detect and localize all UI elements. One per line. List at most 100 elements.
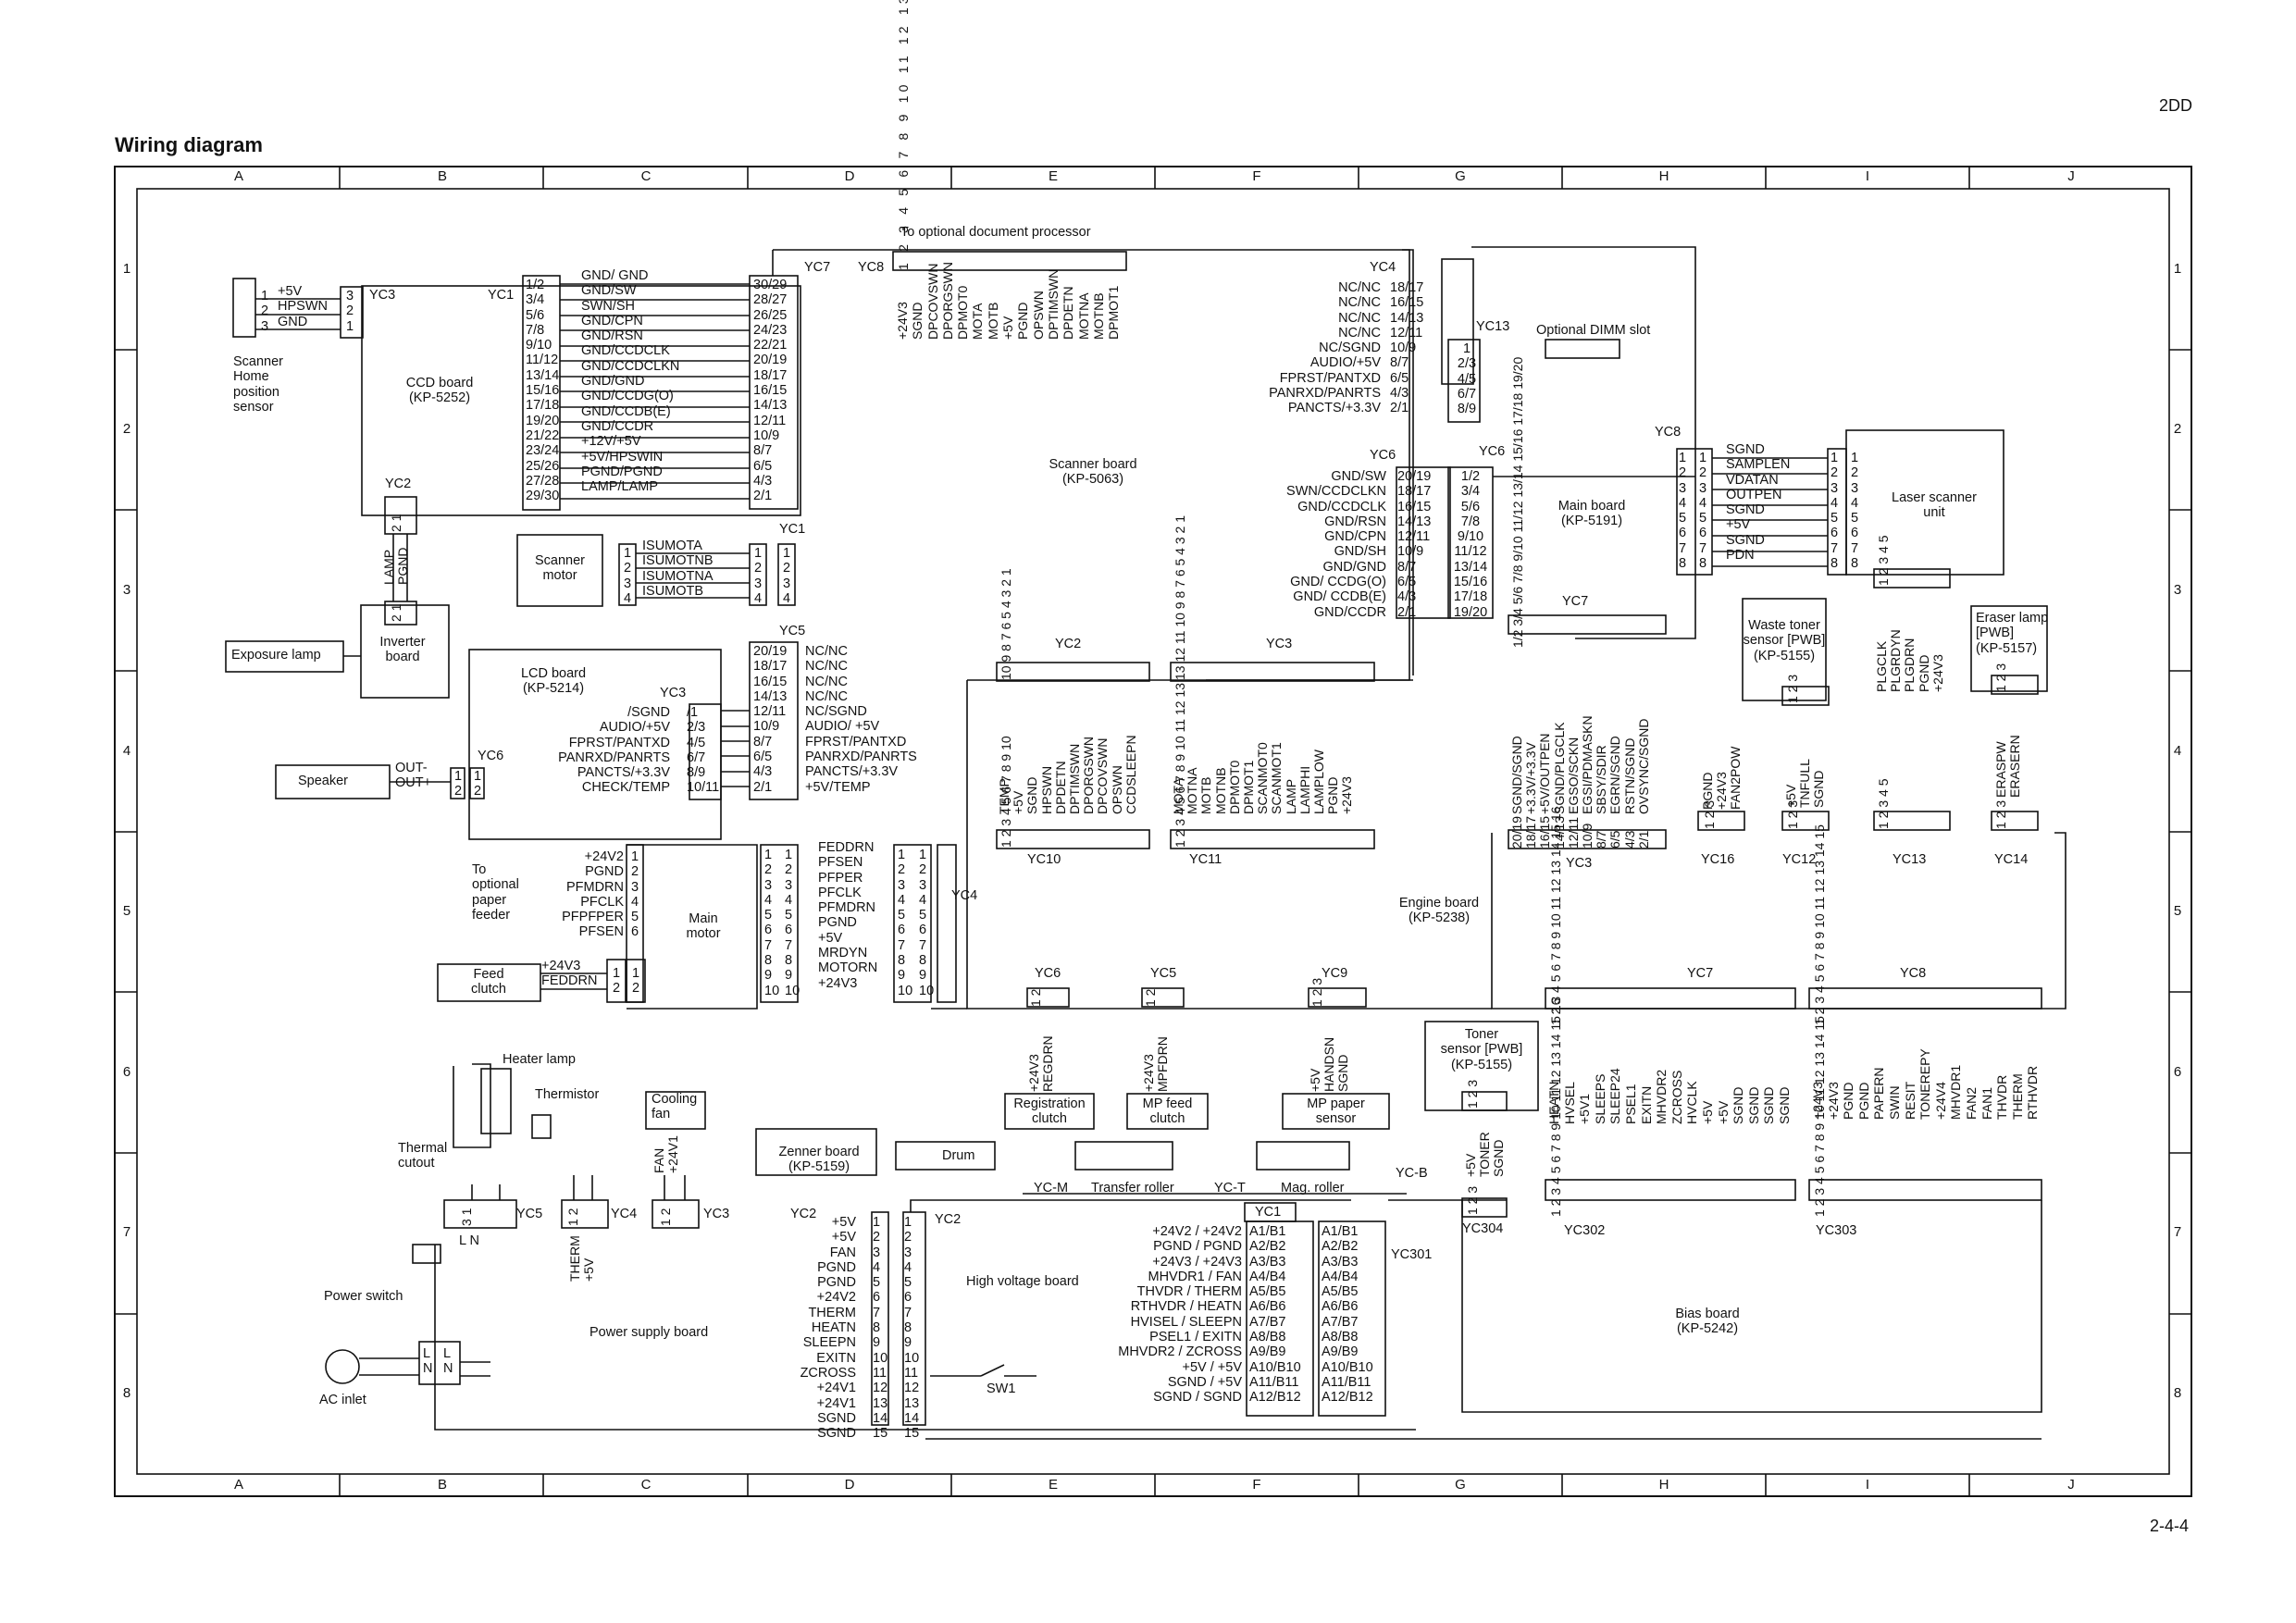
engine-board-label: Engine board (KP-5238): [1398, 896, 1480, 926]
grid-column-e: E: [1048, 168, 1058, 184]
grid-column-c: C: [640, 168, 652, 184]
registration-clutch-label: Registration clutch: [1013, 1096, 1086, 1127]
grid-row-7: 7: [122, 1224, 131, 1241]
scanner-yc5-signals: NC/NC NC/NC NC/NC NC/NC NC/SGND AUDIO/ +…: [805, 644, 917, 795]
fan-signals: FAN +24V1: [652, 1135, 681, 1173]
yc6-right-label: YC6: [1479, 444, 1506, 459]
ps-yc3-pins: 1 2: [658, 1208, 673, 1226]
grid-row-1: 1: [122, 260, 131, 277]
scanner-yc7-pins: 30/29 28/27 26/25 24/23 22/21 20/19 18/1…: [753, 278, 788, 504]
grid-column-g: G: [1455, 168, 1466, 184]
yc8-pins: 1 2 3 4 5 6 7 8 9 10 11 12 13 14 15: [896, 0, 911, 270]
engine-yc2-pins: 10 9 8 7 6 5 4 3 2 1: [999, 568, 1013, 680]
lower-yc6-pins: 1 2: [1028, 988, 1043, 1007]
yc13-pins: 1 2/3 4/5 6/7 8/9: [1457, 341, 1477, 417]
scanner-motor-pins: 1 2 3 4: [624, 546, 632, 606]
ccd-yc1-pins: 1/2 3/4 5/6 7/8 9/10 11/12 13/14 15/16 1…: [526, 278, 560, 504]
transfer-roller-label: Transfer roller: [1091, 1181, 1174, 1196]
grid-row-7: 7: [2173, 1224, 2182, 1241]
yc-t-label: YC-T: [1214, 1181, 1246, 1196]
lcd-yc3-pins: /1 2/3 4/5 6/7 8/9 10/11: [687, 705, 720, 796]
scanner-yc7-label: YC7: [804, 260, 831, 275]
ln-a-labels: L N: [423, 1346, 433, 1377]
main-yc4-pins: 18/17 16/15 14/13 12/11 10/9 8/7 6/5 4/3…: [1390, 280, 1424, 416]
yc10-signals: TEMP +5V SGND HPSWN DPDETN DPTIMSWN DPOR…: [997, 735, 1138, 814]
grid-row-3: 3: [2173, 582, 2182, 598]
ccd-yc3-label: YC3: [369, 288, 396, 303]
bias-board-label: Bias board (KP-5242): [1675, 1307, 1740, 1337]
scanner-yc1-pins-a: 1 2 3 4: [754, 546, 763, 606]
ps-yc5-label: YC5: [516, 1207, 543, 1221]
main-yc4-signals: NC/NC NC/NC NC/NC NC/NC NC/SGND AUDIO/+5…: [1269, 280, 1381, 416]
laser-ctrl-pins: 1 2 3 4 5: [1876, 535, 1891, 587]
ps-yc3-label: YC3: [703, 1207, 730, 1221]
sw1-label: SW1: [987, 1381, 1016, 1396]
grid-column-j: J: [2067, 1477, 2075, 1493]
yc8-signals: +24V3 SGND DPCOVSWN DPORGSWN DPMOT0 MOTA…: [895, 262, 1122, 340]
lower-yc5-pins: 1 2: [1143, 988, 1158, 1007]
optional-paper-feeder-label: To optional paper feeder: [472, 862, 519, 923]
yc4-feed-label: YC4: [951, 888, 978, 903]
laser-signals: SGND SAMPLEN VDATAN OUTPEN SGND +5V SGND…: [1726, 442, 1791, 564]
grid-column-g: G: [1455, 1477, 1466, 1493]
power-supply-board-label: Power supply board: [590, 1325, 709, 1340]
power-switch-label: Power switch: [324, 1289, 403, 1304]
yc14-label: YC14: [1994, 852, 2029, 867]
yc1-pins-a: A1/B1 A2/B2 A3/B3 A4/B4 A5/B5 A6/B6 A7/B…: [1249, 1224, 1301, 1406]
yc1-pins-b: A1/B1 A2/B2 A3/B3 A4/B4 A5/B5 A6/B6 A7/B…: [1322, 1224, 1373, 1406]
yc13-engine-pins: 1 2 3 4 5: [1876, 778, 1891, 830]
grid-row-5: 5: [122, 903, 131, 920]
engine-yc3b-pins: 20/19 18/17 16/15 14/13 12/11 10/9 8/7 6…: [1509, 815, 1651, 849]
scanner-board-label: Scanner board (KP-5063): [1049, 457, 1137, 488]
yc14-pins: 1 2 3: [1993, 799, 2008, 829]
exposure-lamp-label: Exposure lamp: [231, 648, 321, 663]
yc2-pins-a: 1 2 3 4 5 6 7 8 9 10 11 12 13 14 15: [873, 1215, 888, 1442]
yc2-left-label: YC2: [790, 1207, 817, 1221]
zenner-board-label: Zenner board (KP-5159): [778, 1145, 860, 1175]
yc-m-label: YC-M: [1034, 1181, 1069, 1196]
laser-pins-b: 1 2 3 4 5 6 7 8: [1851, 451, 1859, 572]
laser-scanner-unit-label: Laser scanner unit: [1892, 490, 1977, 521]
feed-clutch-label: Feed clutch: [471, 967, 506, 997]
grid-column-i: I: [1865, 1477, 1870, 1493]
ccd-yc2-label: YC2: [385, 477, 412, 491]
yc10-pins: 1 2 3 4 5 6 7 8 9 10: [999, 736, 1013, 848]
yc304-label: YC304: [1462, 1221, 1504, 1236]
thermal-cutout-label: Thermal cutout: [398, 1141, 448, 1171]
grid-column-d: D: [844, 168, 855, 184]
yc16-label: YC16: [1701, 852, 1735, 867]
lamp-signals: LAMP PGND: [381, 547, 411, 585]
yc11-signals: MOTA MOTNA MOTB MOTNB DPMOT0 DPMOT1 SCAN…: [1171, 742, 1355, 814]
main-motor-pins-b: 1 2 3 4 5 6 7 8 9 10: [785, 848, 800, 998]
yc302-pins: 1 2 3 4 5 6 7 8 9 10 11 12 13 14 15 16: [1548, 997, 1563, 1217]
scanner-yc1-label: YC1: [779, 522, 806, 537]
grid-column-e: E: [1048, 1477, 1058, 1493]
lcd-board-label: LCD board (KP-5214): [520, 666, 587, 697]
yc13-label: YC13: [1476, 319, 1510, 334]
yc-b-label: YC-B: [1396, 1166, 1428, 1181]
yc303-pins: 1 2 3 4 5 6 7 8 9 10 11 12 13 14 15: [1812, 1016, 1827, 1217]
lower-yc6-label: YC6: [1035, 966, 1061, 981]
grid-column-b: B: [437, 168, 447, 184]
yc4-feed-pins-b: 1 2 3 4 5 6 7 8 9 10: [919, 848, 935, 998]
scanner-yc5-pins: 20/19 18/17 16/15 14/13 12/11 10/9 8/7 6…: [753, 644, 788, 795]
yc1-signals: +24V2 / +24V2 PGND / PGND +24V3 / +24V3 …: [1118, 1224, 1242, 1406]
engine-yc3b-label: YC3: [1566, 856, 1593, 871]
speaker-pins: 1 2: [454, 769, 463, 799]
main-yc8-label: YC8: [1655, 425, 1682, 440]
engine-yc2-label: YC2: [1055, 637, 1082, 651]
grid-row-1: 1: [2173, 260, 2182, 277]
yc11-pins: 1 2 3 4 5 6 7 8 9 10 11 12 13: [1173, 682, 1187, 848]
feed-clutch-pins-b: 1 2: [632, 966, 640, 997]
grid-row-3: 3: [122, 582, 131, 598]
yc3-signals: SGND/SGND +3.3V/+3.3V +5V/OUTPEN SGND/PL…: [1509, 715, 1651, 814]
eraser-pins: 1 2 3: [1993, 663, 2008, 692]
yc6-signals: GND/SW SWN/CCDCLKN GND/CCDCLK GND/RSN GN…: [1286, 469, 1386, 620]
main-yc8-pins-b: 1 2 3 4 5 6 7 8: [1699, 451, 1707, 572]
grid-column-d: D: [844, 1477, 855, 1493]
yc6-left-label: YC6: [1370, 448, 1396, 463]
grid-column-a: A: [233, 1477, 243, 1493]
lower-yc8-label: YC8: [1900, 966, 1927, 981]
